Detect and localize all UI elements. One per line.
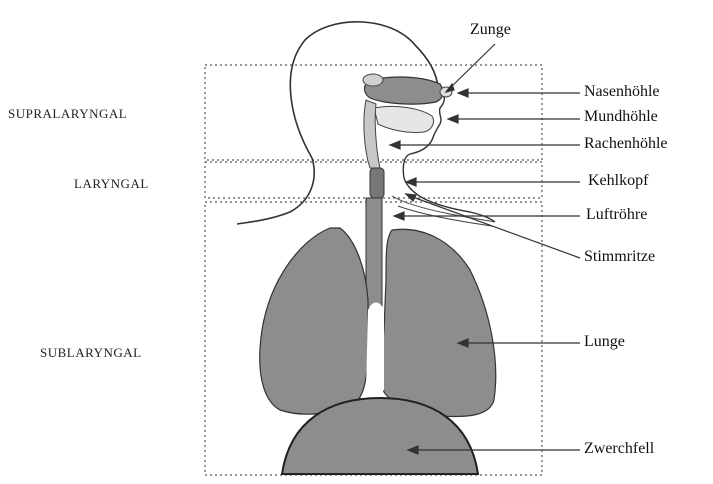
stimmritze-arrowhead: [406, 194, 416, 201]
neck-shoulder-line: [237, 158, 314, 224]
zunge-label: Zunge: [470, 21, 511, 39]
rachenhoehle-arrowhead: [390, 141, 400, 149]
mediastinum-space: [366, 303, 384, 395]
luftroehre-label: Luftröhre: [586, 206, 647, 224]
zwerchfell-label: Zwerchfell: [584, 440, 654, 458]
nasenhoehle-label: Nasenhöhle: [584, 83, 660, 101]
zunge-leader: [448, 44, 495, 90]
sublaryngal-label: SUBLARYNGAL: [40, 345, 142, 361]
kehlkopf-label: Kehlkopf: [588, 172, 648, 190]
mundhoehle-label: Mundhöhle: [584, 108, 658, 126]
luftroehre-arrowhead: [394, 212, 404, 220]
lunge-label: Lunge: [584, 333, 625, 351]
mundhoehle-arrowhead: [448, 115, 458, 123]
supralaryngal-label: SUPRALARYNGAL: [8, 106, 127, 122]
left-lung-shape: [260, 228, 368, 414]
laryngal-label: LARYNGAL: [74, 176, 149, 192]
sinus-shape: [363, 74, 383, 86]
oral-cavity-shape: [374, 106, 434, 132]
nasenhoehle-arrowhead: [458, 89, 468, 97]
stimmritze-label: Stimmritze: [584, 248, 655, 266]
rachenhoehle-label: Rachenhöhle: [584, 135, 668, 153]
larynx-shape: [370, 168, 384, 198]
right-lung-shape: [382, 229, 496, 416]
trachea-shape: [366, 198, 382, 308]
